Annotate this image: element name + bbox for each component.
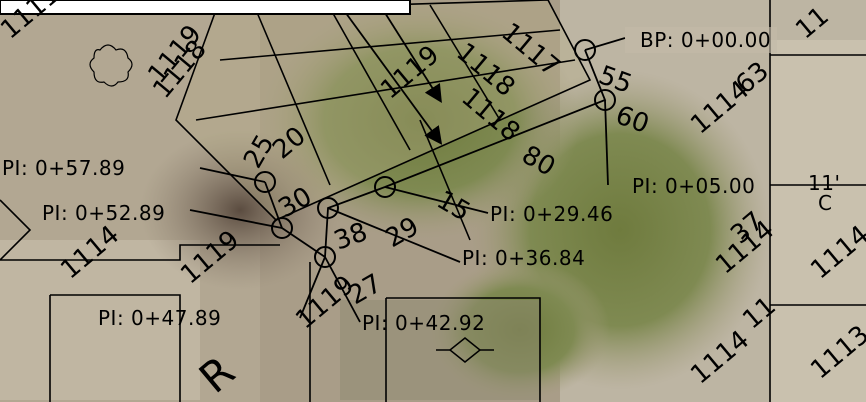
station-label-pi-4: PI: 0+42.92	[362, 311, 485, 335]
station-labels: BP: 0+00.00 PI: 0+05.00 PI: 0+29.46 PI: …	[2, 27, 777, 335]
station-label-pi-3: PI: 0+36.84	[462, 246, 585, 270]
pi-marker	[317, 197, 339, 219]
diamond-symbol-icon	[436, 337, 494, 363]
dimension-label: 11'	[808, 171, 840, 195]
pi-marker	[254, 171, 276, 193]
title-block-corner	[0, 0, 411, 15]
station-label-pi-2: PI: 0+29.46	[490, 202, 613, 226]
lot-letter-c: C	[818, 191, 832, 215]
pi-marker	[374, 176, 396, 198]
pi-marker	[574, 39, 596, 61]
alignment-centerline	[189, 4, 626, 323]
pi-marker	[594, 89, 616, 111]
station-label-pi-6: PI: 0+52.89	[42, 201, 165, 225]
station-label-pi-7: PI: 0+57.89	[2, 156, 125, 180]
pi-markers	[254, 39, 616, 268]
pi-marker	[314, 246, 336, 268]
pi-marker	[271, 217, 293, 239]
station-label-pi-1: PI: 0+05.00	[632, 174, 755, 198]
station-label-bp: BP: 0+00.00	[640, 28, 771, 52]
station-label-pi-5: PI: 0+47.89	[98, 306, 221, 330]
parcel-outline	[175, 0, 592, 241]
tree-icon	[89, 44, 133, 87]
